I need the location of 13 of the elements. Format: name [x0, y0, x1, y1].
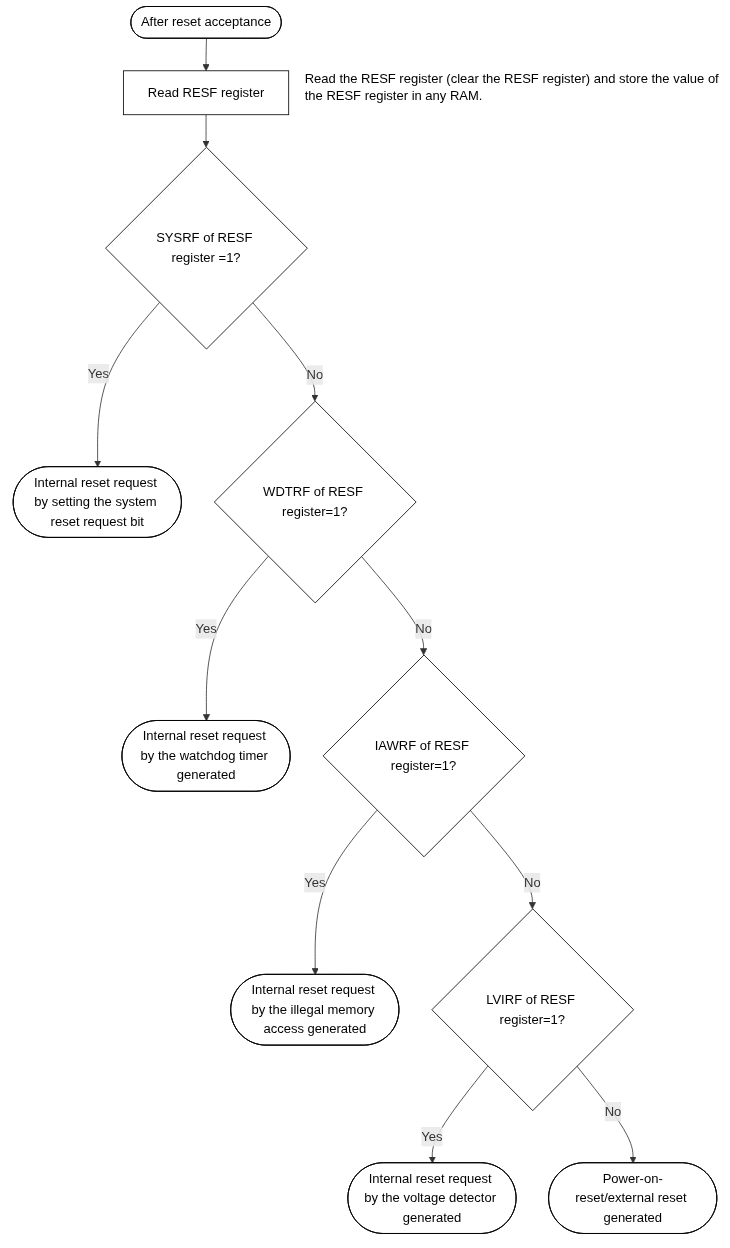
edge-label: No [524, 875, 541, 890]
node-diamond: SYSRF of RESF register =1? [105, 146, 308, 350]
node-diamond: IAWRF of RESF register=1? [322, 654, 526, 858]
edge-label: Yes [195, 621, 217, 636]
node-diamond: WDTRF of RESF register=1? [213, 400, 417, 604]
edge-label: Yes [421, 1129, 443, 1144]
node-box: Read RESF register [123, 70, 290, 116]
edge-label: Yes [87, 366, 110, 381]
edge-label: No [306, 367, 324, 382]
edge-label: No [415, 621, 432, 636]
edge-label: No [604, 1104, 622, 1119]
note-text: Read the RESF register (clear the RESF register) and store the value of the RESF register in any RAM. [304, 70, 720, 105]
edge-label: Yes [304, 875, 326, 890]
